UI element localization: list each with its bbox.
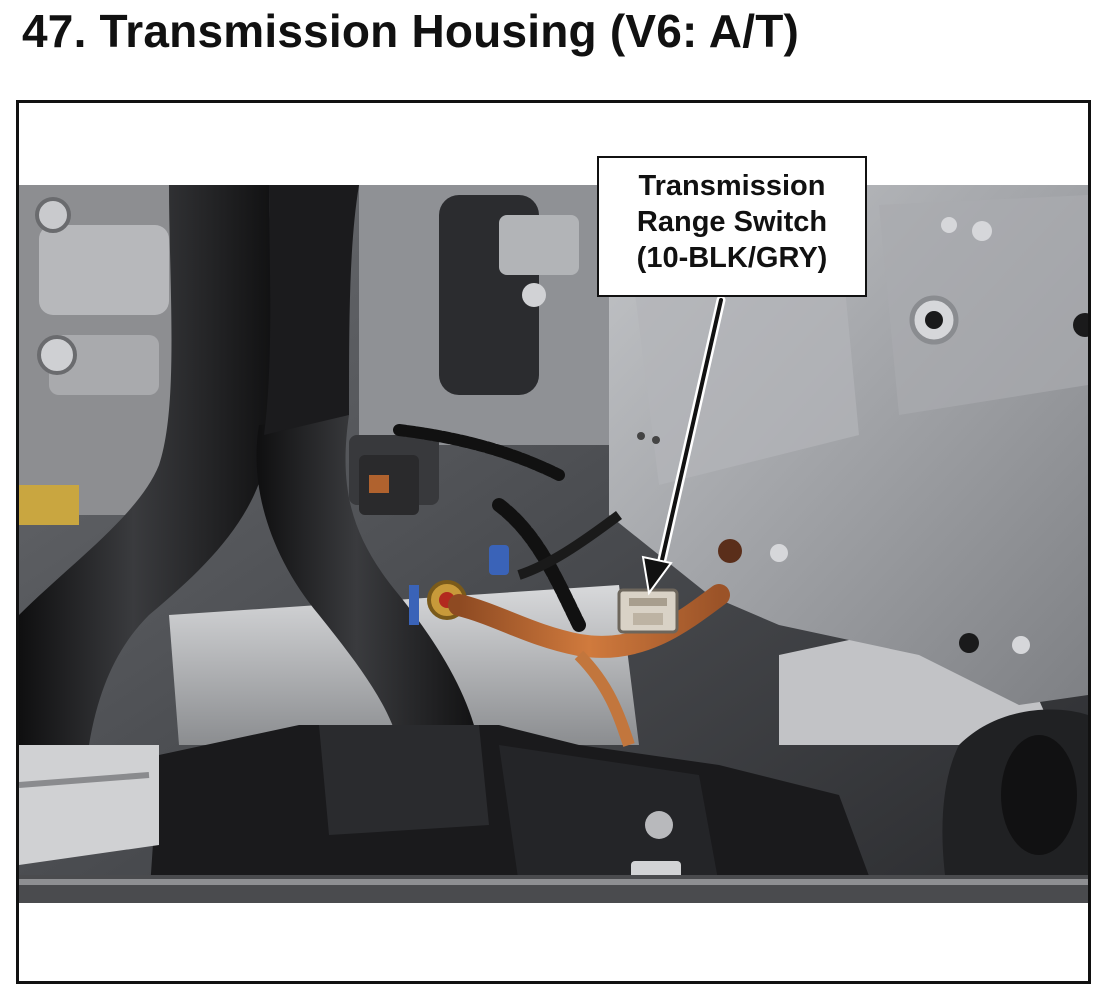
figure-frame: Transmission Range Switch (10-BLK/GRY) <box>16 100 1091 984</box>
callout-line-2: Range Switch <box>636 206 828 238</box>
engine-bay-photo <box>19 185 1088 903</box>
callout-line-1: Transmission <box>638 170 826 202</box>
callout-line-3: (10-BLK/GRY) <box>636 242 828 274</box>
page-title: 47. Transmission Housing (V6: A/T) <box>22 5 800 57</box>
callout-label: Transmission Range Switch (10-BLK/GRY) <box>597 156 867 297</box>
